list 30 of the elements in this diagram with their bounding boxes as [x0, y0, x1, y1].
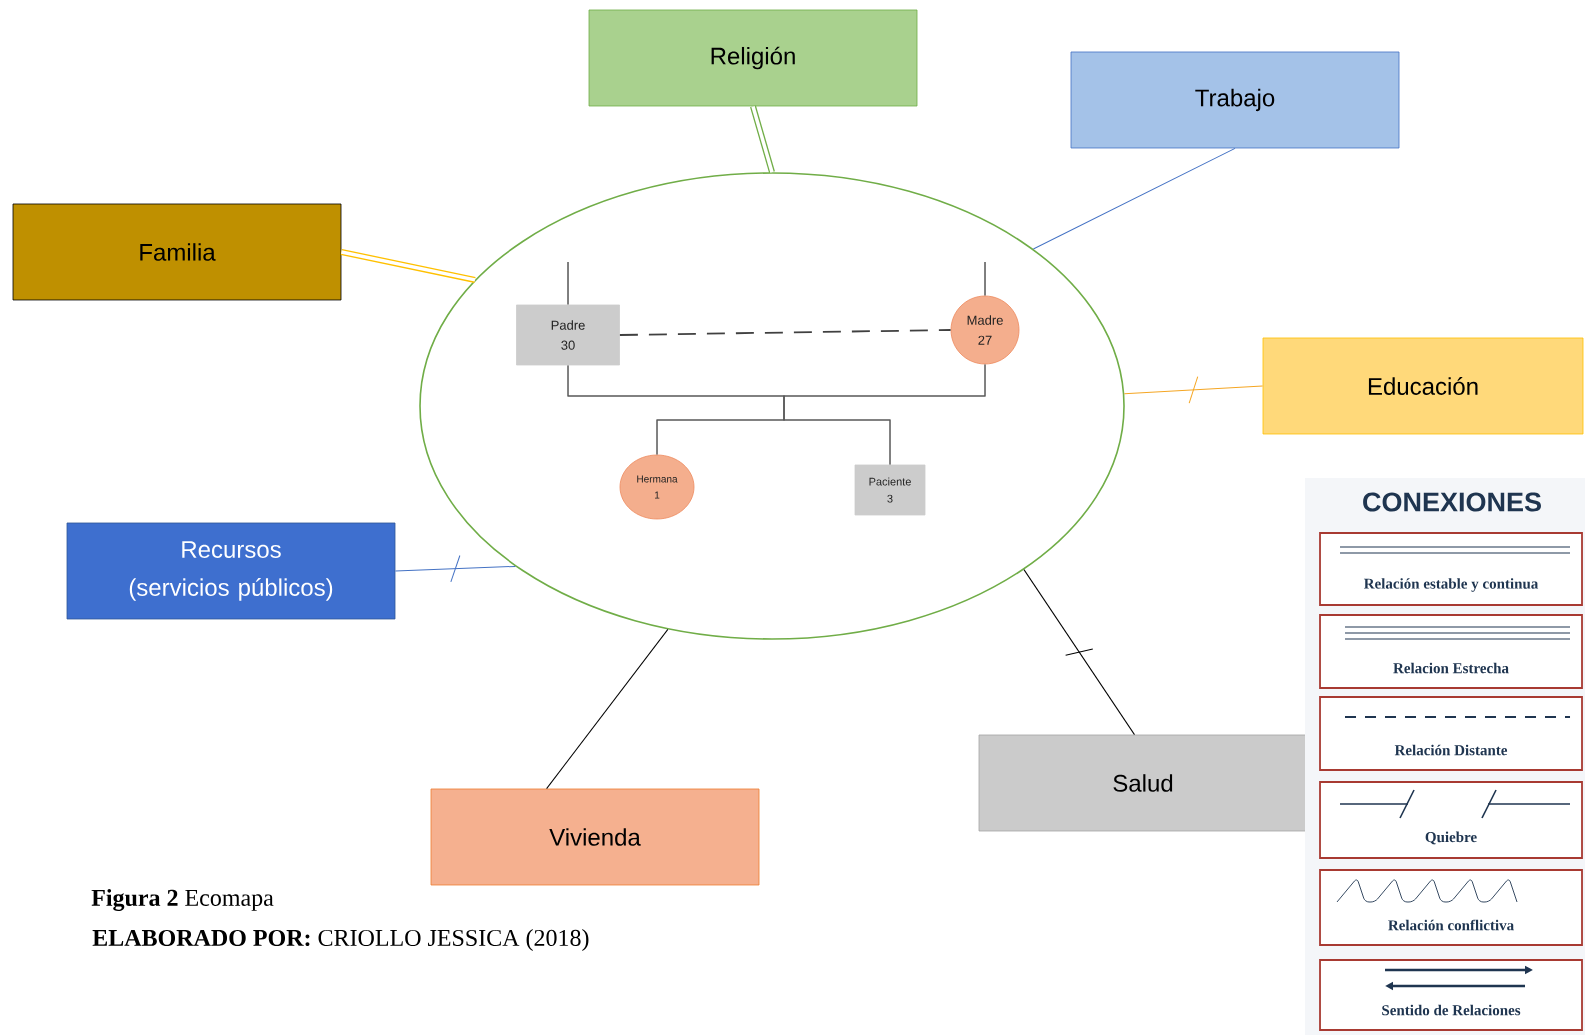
- system-box: Familia: [12, 203, 342, 301]
- system-box: Recursos (servicios públicos): [66, 522, 396, 620]
- connector-line: [340, 249, 476, 283]
- legend-entry: Relación conflictiva: [1319, 869, 1583, 946]
- legend-entry: Relación Distante: [1319, 696, 1583, 771]
- legend-entry: Quiebre: [1319, 781, 1583, 859]
- connector-line: [1123, 376, 1264, 404]
- connector-line: [394, 555, 516, 583]
- connector-line: [1032, 147, 1236, 250]
- system-box: Religión: [588, 9, 918, 107]
- person-box: Paciente 3: [854, 464, 926, 516]
- connector-line: [984, 261, 986, 297]
- figure-caption: Figura 2 Ecomapa: [91, 889, 274, 911]
- legend-title: CONEXIONES: [1363, 492, 1541, 512]
- person-box: Padre 30: [516, 304, 620, 366]
- legend-entry: Sentido de Relaciones: [1319, 959, 1583, 1031]
- system-box: Salud: [978, 734, 1308, 832]
- connector-line: [546, 628, 669, 790]
- connector-line: [1023, 569, 1135, 736]
- connector-line: [750, 105, 775, 174]
- system-box: Vivienda: [430, 788, 760, 886]
- system-box: Educación: [1262, 337, 1584, 435]
- legend-entry: Relación estable y continua: [1319, 532, 1583, 606]
- author-credit: ELABORADO POR: CRIOLLO JESSICA (2018): [92, 929, 589, 951]
- system-box: Trabajo: [1070, 51, 1400, 149]
- connector-line: [567, 261, 569, 306]
- connector-line: [619, 329, 952, 336]
- legend-entry: Relacion Estrecha: [1319, 614, 1583, 689]
- connector-line: [783, 363, 986, 466]
- family-ellipse: [419, 172, 1125, 640]
